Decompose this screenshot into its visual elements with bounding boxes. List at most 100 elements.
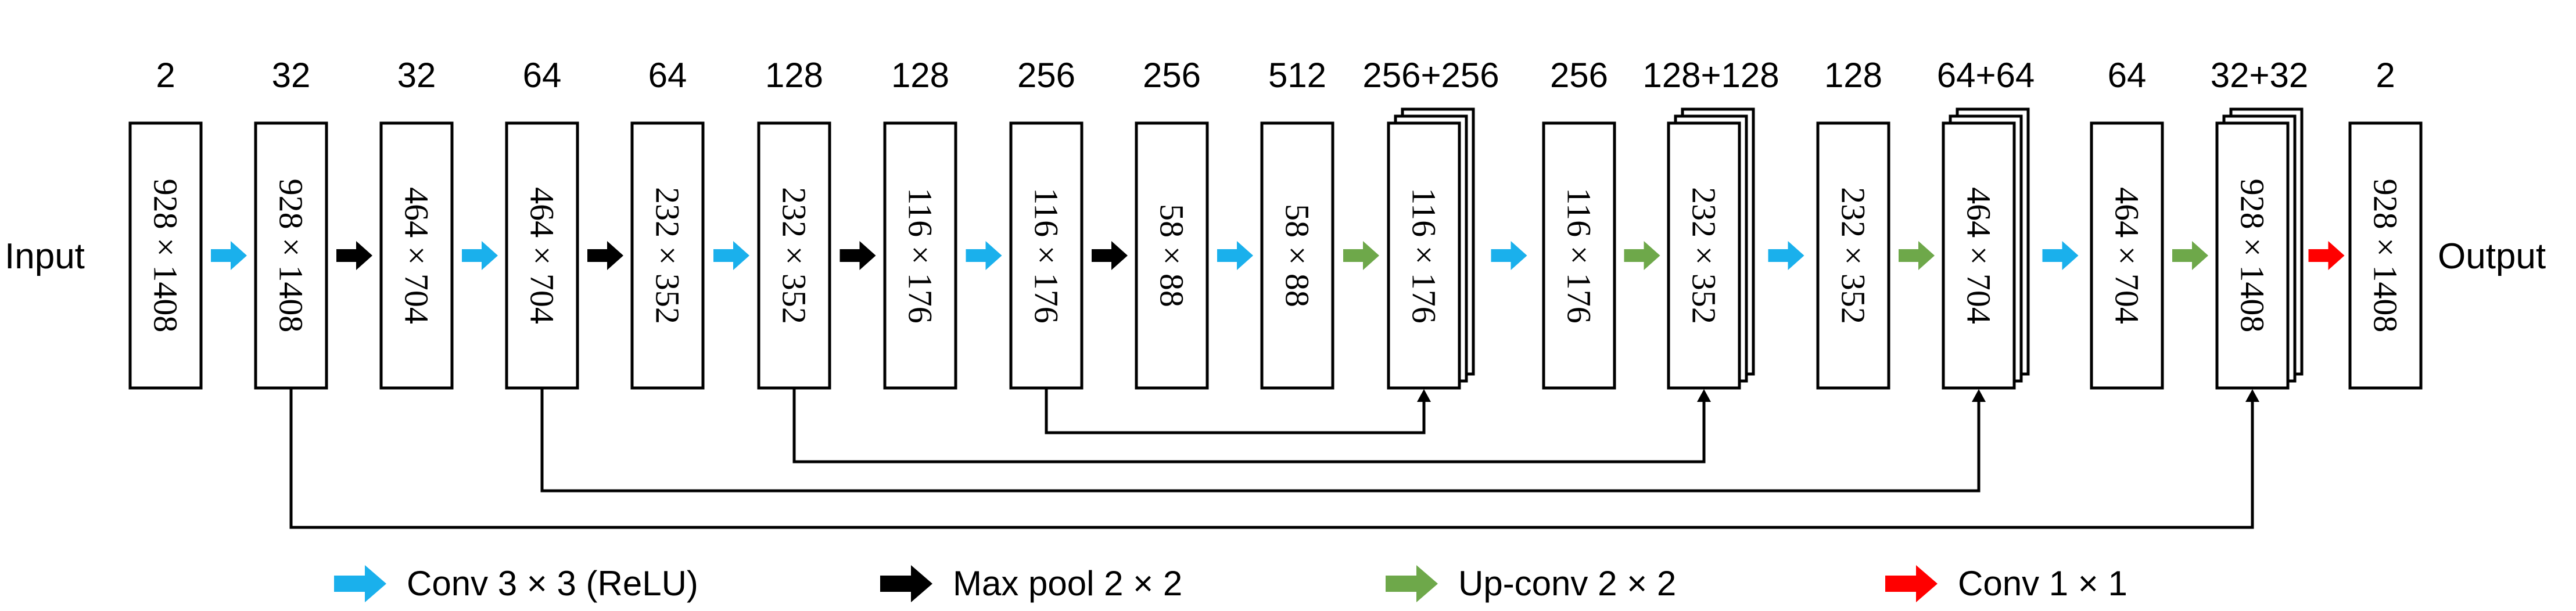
conv-arrow (462, 241, 498, 270)
feature-map-block: 58 × 88 256 (1135, 56, 1209, 390)
block-channels-label: 64 (523, 56, 562, 95)
block-rect (128, 121, 203, 390)
block-rect (2090, 121, 2164, 390)
block-channels-label: 32+32 (2211, 56, 2309, 95)
block-rect (883, 121, 957, 390)
feature-map-block: 928 × 1408 2 (2348, 56, 2423, 390)
block-size-label: 232 × 352 (1685, 187, 1723, 324)
skip-arrowhead (2245, 389, 2259, 402)
skip-arrowhead (1697, 389, 1711, 402)
conv-arrow (2042, 241, 2079, 270)
block-size-label: 464 × 704 (398, 187, 436, 324)
block-size-label: 464 × 704 (523, 187, 561, 324)
skip-arrowhead (1972, 389, 1986, 402)
block-size-label: 928 × 1408 (2234, 179, 2272, 333)
block-size-label: 928 × 1408 (272, 179, 310, 333)
block-rect (630, 121, 705, 390)
skip-connection (792, 388, 1711, 463)
block-rect (1135, 121, 1209, 390)
legend-swatch-conv1x1 (1885, 565, 1938, 602)
block-rect (505, 121, 579, 390)
conv-arrow (211, 241, 247, 270)
legend-swatch-maxpool (880, 565, 932, 602)
block-channels-label: 128 (891, 56, 949, 95)
skip-connection-line (1045, 388, 1426, 434)
conv1x1-arrow (2308, 241, 2345, 270)
legend-swatch-upconv (1386, 565, 1438, 602)
block-rect (2215, 121, 2290, 390)
skip-connection (540, 388, 1986, 493)
legend-swatch-conv (334, 565, 386, 602)
maxpool-arrow (336, 241, 372, 270)
feature-map-block: 464 × 704 32 (379, 56, 454, 390)
block-channels-label: 128 (1824, 56, 1882, 95)
feature-map-block: 232 × 352 64 (630, 56, 705, 390)
upconv-arrow (1624, 241, 1660, 270)
block-rect (2348, 121, 2423, 390)
block-rect (254, 121, 328, 390)
skip-connection (289, 388, 2259, 529)
block-channels-label: 64+64 (1937, 56, 2035, 95)
block-size-label: 232 × 352 (1835, 187, 1872, 324)
block-channels-label: 256 (1017, 56, 1075, 95)
block-channels-label: 32 (397, 56, 436, 95)
block-size-label: 464 × 704 (1960, 187, 1998, 324)
block-rect (757, 121, 831, 390)
maxpool-arrow (839, 241, 876, 270)
skip-connection-line (540, 388, 1981, 493)
skip-connections (289, 388, 2259, 529)
block-channels-label: 2 (156, 56, 175, 95)
block-size-label: 232 × 352 (776, 187, 813, 324)
feature-map-block: 928 × 1408 32+32 (2211, 56, 2309, 390)
conv-arrow (1217, 241, 1253, 270)
block-channels-label: 32 (272, 56, 311, 95)
block-channels-label: 128 (765, 56, 823, 95)
block-rect (379, 121, 454, 390)
block-channels-label: 64 (648, 56, 687, 95)
block-channels-label: 256 (1550, 56, 1608, 95)
skip-connection-line (289, 388, 2254, 529)
conv-arrow (966, 241, 1002, 270)
legend-item-upconv: Up-conv 2 × 2 (1386, 564, 1676, 603)
block-size-label: 232 × 352 (649, 187, 687, 324)
upconv-arrow (2172, 241, 2208, 270)
block-rect (1387, 121, 1461, 390)
operation-arrows (211, 241, 2345, 270)
conv-arrow (713, 241, 749, 270)
conv-arrow (1768, 241, 1804, 270)
block-channels-label: 2 (2376, 56, 2395, 95)
block-size-label: 58 × 88 (1279, 204, 1316, 307)
skip-connection-line (792, 388, 1706, 463)
feature-map-block: 58 × 88 512 (1260, 56, 1334, 390)
upconv-arrow (1899, 241, 1935, 270)
block-rect (1542, 121, 1616, 390)
block-channels-label: 256 (1143, 56, 1201, 95)
input-label: Input (5, 236, 85, 276)
block-size-label: 116 × 176 (1405, 188, 1443, 324)
block-rect (1009, 121, 1084, 390)
feature-map-block: 232 × 352 128+128 (1642, 56, 1779, 390)
legend-label: Max pool 2 × 2 (953, 564, 1182, 603)
block-rect (1667, 121, 1741, 390)
skip-connection (1045, 388, 1431, 434)
block-size-label: 58 × 88 (1153, 204, 1191, 307)
feature-map-block: 232 × 352 128 (1816, 56, 1890, 390)
legend-label: Up-conv 2 × 2 (1458, 564, 1676, 603)
feature-map-block: 464 × 704 64 (505, 56, 579, 390)
block-size-label: 928 × 1408 (2367, 179, 2405, 333)
block-rect (1942, 121, 2016, 390)
block-channels-label: 128+128 (1642, 56, 1779, 95)
block-channels-label: 512 (1268, 56, 1326, 95)
block-rect (1816, 121, 1890, 390)
conv-arrow (1491, 241, 1527, 270)
block-size-label: 464 × 704 (2108, 187, 2146, 324)
upconv-arrow (1343, 241, 1379, 270)
